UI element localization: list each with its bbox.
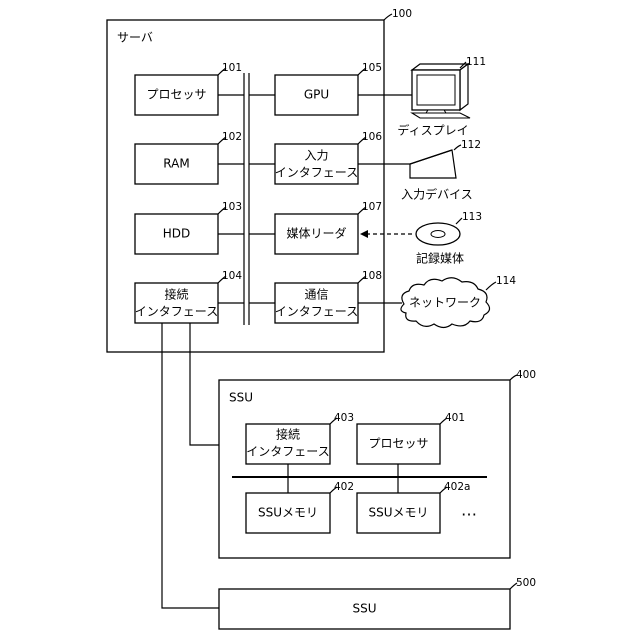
ssu1-memory-a-ref: 402a <box>444 481 470 493</box>
comm-if-ref: 108 <box>362 270 382 282</box>
comm-if-label-1: 通信 <box>304 288 328 302</box>
input-if-ref: 106 <box>362 131 382 143</box>
network-label: ネットワーク <box>409 296 481 310</box>
ssu1-conn-if-ref: 403 <box>334 412 354 424</box>
display-ref: 111 <box>466 56 486 68</box>
ssu1-conn-if-label-1: 接続 <box>276 427 300 442</box>
media-label: 記録媒体 <box>416 251 464 266</box>
monitor-icon <box>412 64 470 118</box>
server-title: サーバ <box>117 31 153 45</box>
gpu-label: GPU <box>304 88 329 102</box>
hdd-label: HDD <box>163 227 191 241</box>
ssu1-memory-a-label: SSUメモリ <box>368 506 428 520</box>
ssu2-title: SSU <box>352 602 376 616</box>
disk-icon <box>416 223 460 245</box>
ssu1-memory-ref: 402 <box>334 481 354 493</box>
network-ref: 114 <box>496 275 516 287</box>
gpu-ref: 105 <box>362 62 382 74</box>
input-if-label-2: インタフェース <box>275 166 358 180</box>
conn-if-ref: 104 <box>222 270 242 282</box>
network-ref-leader <box>486 282 496 290</box>
ram-ref: 102 <box>222 131 242 143</box>
ssu1-title: SSU <box>229 391 253 405</box>
ssu2-ref: 500 <box>516 577 536 589</box>
processor-label: プロセッサ <box>146 88 206 102</box>
ssu1-memory-label: SSUメモリ <box>258 506 318 520</box>
media-ref: 113 <box>462 211 482 223</box>
conn-if-label-2: インタフェース <box>135 305 218 319</box>
media-reader-ref: 107 <box>362 201 382 213</box>
input-device-label: 入力デバイス <box>401 187 473 202</box>
media-reader-label: 媒体リーダ <box>286 226 346 241</box>
input-device-ref: 112 <box>461 139 481 151</box>
hdd-ref: 103 <box>222 201 242 213</box>
comm-if-label-2: インタフェース <box>275 305 358 319</box>
display-label: ディスプレイ <box>397 123 468 138</box>
ssu1-conn-if-label-2: インタフェース <box>246 445 329 459</box>
ram-label: RAM <box>163 157 189 171</box>
input-device-icon <box>410 150 456 178</box>
server-ref-leader <box>384 14 392 20</box>
ssu1-ref: 400 <box>516 369 536 381</box>
server-ref: 100 <box>392 8 412 20</box>
ssu1-processor-ref: 401 <box>445 412 465 424</box>
input-if-label-1: 入力 <box>304 149 328 163</box>
conn-if-label-1: 接続 <box>164 287 188 302</box>
processor-ref: 101 <box>222 62 242 74</box>
ssu1-ellipsis: … <box>461 501 477 520</box>
input-device-ref-leader <box>454 145 461 150</box>
ssu1-processor-label: プロセッサ <box>368 437 428 451</box>
